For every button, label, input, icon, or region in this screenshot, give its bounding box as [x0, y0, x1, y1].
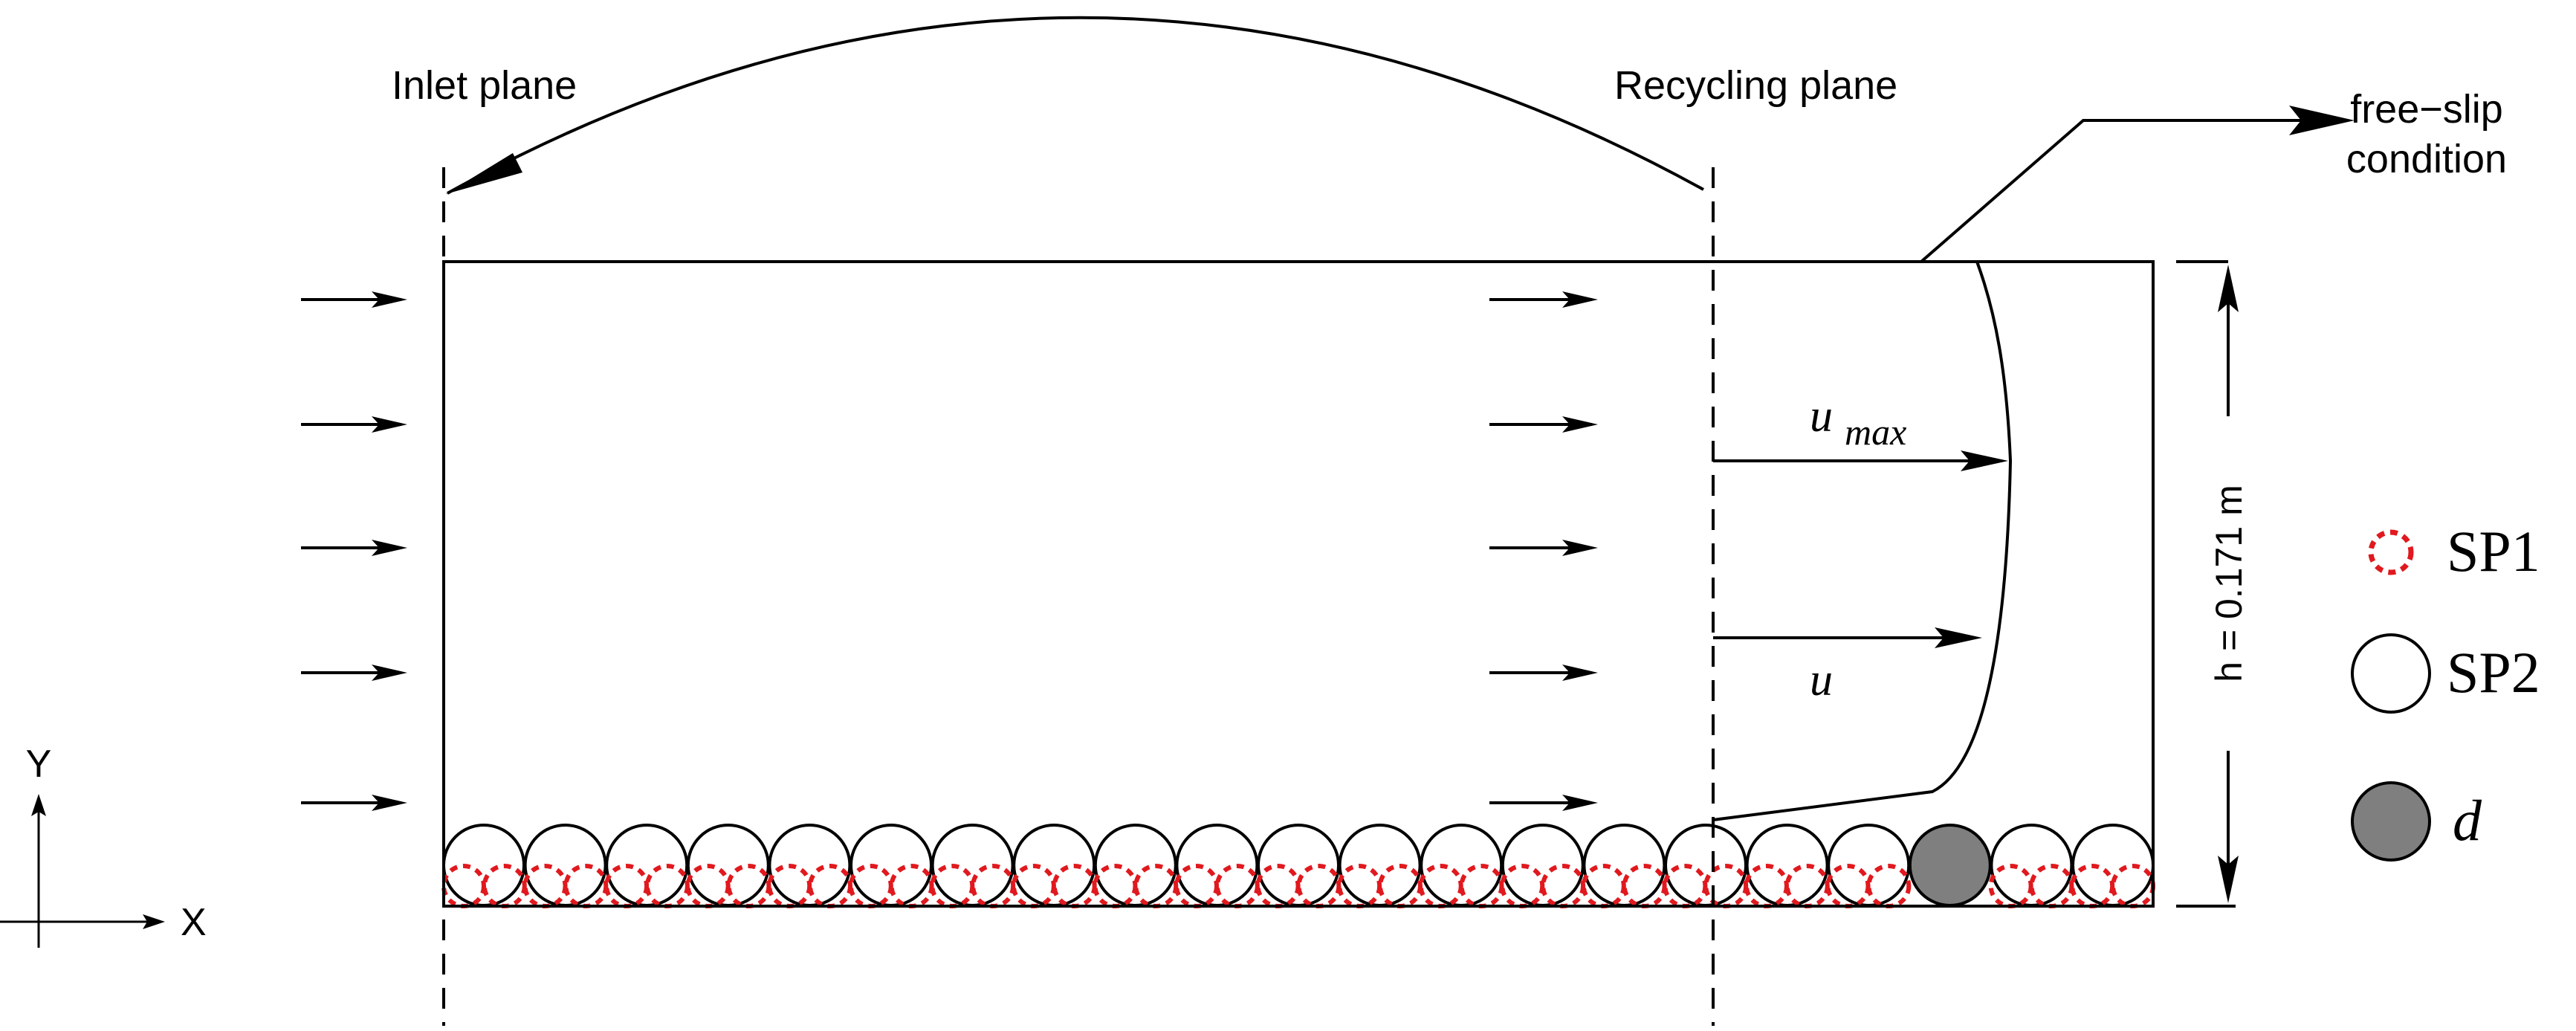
axis-x-label: X	[181, 901, 207, 944]
u-max-label: u max	[1810, 391, 1906, 453]
legend-sp2-marker	[2351, 633, 2431, 714]
u-label: u	[1810, 655, 1833, 705]
recycling-flow-arrow-head	[1562, 665, 1598, 681]
recycling-flow-arrows	[1489, 291, 1598, 811]
legend-sp2-label: SP2	[2447, 640, 2540, 705]
velocity-profile-curve	[1712, 261, 2013, 821]
height-arrowhead-top	[2218, 265, 2239, 312]
legend-d-label: d	[2453, 788, 2482, 853]
axis-y-arrowhead	[31, 794, 46, 816]
recycling-arc-arrowhead-fill	[446, 153, 522, 194]
u-max-base: u	[1810, 391, 1833, 442]
sphere-bed	[441, 824, 2155, 908]
u-max-arrowhead	[1961, 450, 2008, 471]
inlet-flow-arrow-head	[372, 416, 407, 433]
inlet-plane-label: Inlet plane	[392, 63, 577, 108]
axis-x-arrowhead	[143, 914, 165, 929]
recycling-flow-arrow-head	[1562, 540, 1598, 556]
axis-y-label: Y	[26, 743, 52, 786]
legend-d-marker	[2351, 781, 2431, 862]
inlet-flow-arrow-head	[372, 540, 407, 556]
u-arrowhead	[1935, 627, 1982, 648]
recycling-flow-arrow-head	[1562, 291, 1598, 308]
sphere-d-highlighted	[1908, 824, 1992, 907]
channel-domain-box	[442, 260, 2155, 908]
legend-sp1-label: SP1	[2447, 519, 2540, 584]
free-slip-label-line1: free−slip	[2350, 87, 2503, 132]
recycling-flow-arrow-head	[1562, 416, 1598, 433]
free-slip-leader-line	[1920, 119, 2304, 263]
height-label: h = 0.171 m	[2208, 485, 2250, 682]
legend: SP1 SP2 d	[2351, 519, 2540, 862]
inlet-flow-arrow-head	[372, 665, 407, 681]
inlet-flow-arrow-head	[372, 795, 407, 811]
height-arrowhead-bottom	[2218, 856, 2239, 903]
free-slip-arrowhead	[2289, 106, 2355, 135]
legend-sp1-marker	[2368, 529, 2414, 575]
free-slip-label-line2: condition	[2346, 137, 2507, 181]
u-max-subscript: max	[1845, 411, 1906, 453]
recycling-arc-arrow	[447, 16, 1704, 195]
inlet-flow-arrows	[301, 291, 407, 811]
recycling-flow-arrow-head	[1562, 795, 1598, 811]
recycling-plane-label: Recycling plane	[1614, 63, 1897, 108]
inlet-flow-arrow-head	[372, 291, 407, 308]
